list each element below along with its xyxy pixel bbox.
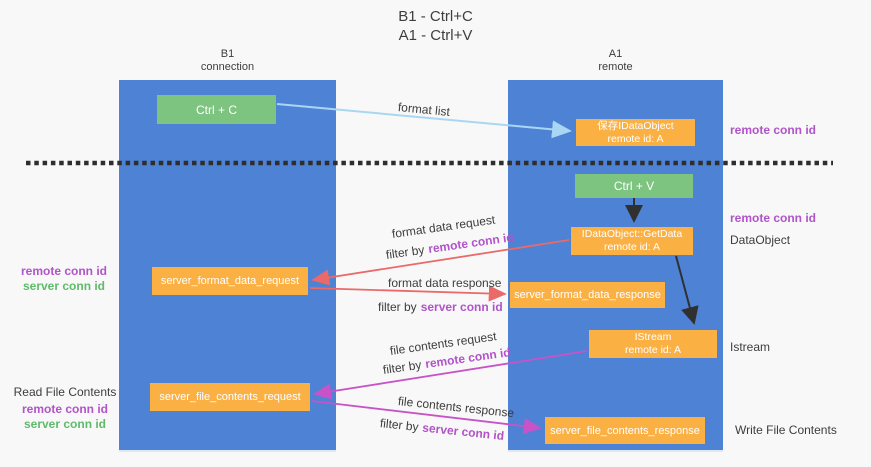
filter-by-text: filter by — [378, 300, 417, 314]
lane-header-a1: A1 remote — [508, 48, 723, 74]
node-server-file-contents-response: server_file_contents_response — [545, 417, 705, 444]
node-server-format-data-response: server_format_data_response — [510, 282, 665, 308]
arrow-format-data-request — [311, 239, 570, 286]
ctrl-c-label: Ctrl + C — [195, 102, 237, 117]
arrow-file-contents-response — [311, 400, 542, 435]
lane-a1-subtitle: remote — [598, 61, 633, 73]
lane-b1-name: B1 — [220, 48, 235, 60]
left-server-conn-id-2: server conn id — [23, 417, 107, 431]
node-server-file-contents-request: server_file_contents_request — [150, 383, 310, 411]
arrow-format-data-response — [309, 285, 507, 302]
server-format-data-request-label: server_format_data_request — [160, 275, 300, 287]
left-label-read-file-contents: Read File Contents — [13, 385, 117, 399]
server-conn-id-text: server conn id — [420, 300, 503, 314]
left-remote-conn-id-2: remote conn id — [21, 402, 108, 416]
save-idataobject-line2: remote id: A — [607, 132, 664, 145]
save-idataobject-line1: 保存IDataObject — [597, 119, 674, 132]
left-remote-conn-id-1: remote conn id — [20, 264, 107, 278]
right-label-write-file-contents: Write File Contents — [735, 423, 837, 437]
istream-line1: IStream — [634, 331, 672, 343]
getdata-line2: remote id: A — [603, 241, 661, 253]
lane-a1-name: A1 — [608, 48, 623, 60]
node-istream: IStream remote id: A — [589, 330, 717, 358]
arrow-format-list — [276, 103, 572, 139]
right-label-dataobject: DataObject — [730, 233, 791, 247]
label-format-data-response: format data response — [388, 276, 502, 290]
right-label-remote-conn-id-2: remote conn id — [730, 211, 817, 225]
title-line-1: B1 - Ctrl+C — [398, 8, 473, 25]
left-server-conn-id-1: server conn id — [22, 279, 106, 293]
node-ctrl-c: Ctrl + C — [157, 95, 276, 124]
server-file-contents-response-label: server_file_contents_response — [550, 424, 700, 437]
lane-header-b1: B1 connection — [119, 48, 336, 74]
istream-line2: remote id: A — [624, 344, 682, 356]
node-save-idataobject: 保存IDataObject remote id: A — [576, 119, 695, 146]
diagram-title: B1 - Ctrl+C A1 - Ctrl+V — [0, 7, 871, 45]
ctrl-v-label: Ctrl + V — [613, 179, 655, 193]
right-label-remote-conn-id-1: remote conn id — [730, 123, 817, 137]
getdata-line1: IDataObject::GetData — [581, 228, 683, 240]
node-server-format-data-request: server_format_data_request — [152, 267, 308, 295]
server-format-data-response-label: server_format_data_response — [514, 289, 661, 301]
arrow-file-contents-request — [313, 350, 588, 400]
node-ctrl-v: Ctrl + V — [575, 174, 693, 198]
right-label-istream: Istream — [730, 340, 771, 354]
left-read-file-contents-group: Read File Contents remote conn id server… — [10, 385, 120, 432]
arrow-getdata-to-istream — [675, 255, 699, 325]
left-conn-id-group-1: remote conn id server conn id — [14, 264, 114, 294]
node-idataobject-getdata: IDataObject::GetData remote id: A — [571, 227, 693, 255]
title-line-2: A1 - Ctrl+V — [398, 27, 473, 44]
server-file-contents-request-label: server_file_contents_request — [159, 391, 301, 403]
lane-b1-subtitle: connection — [200, 61, 255, 73]
